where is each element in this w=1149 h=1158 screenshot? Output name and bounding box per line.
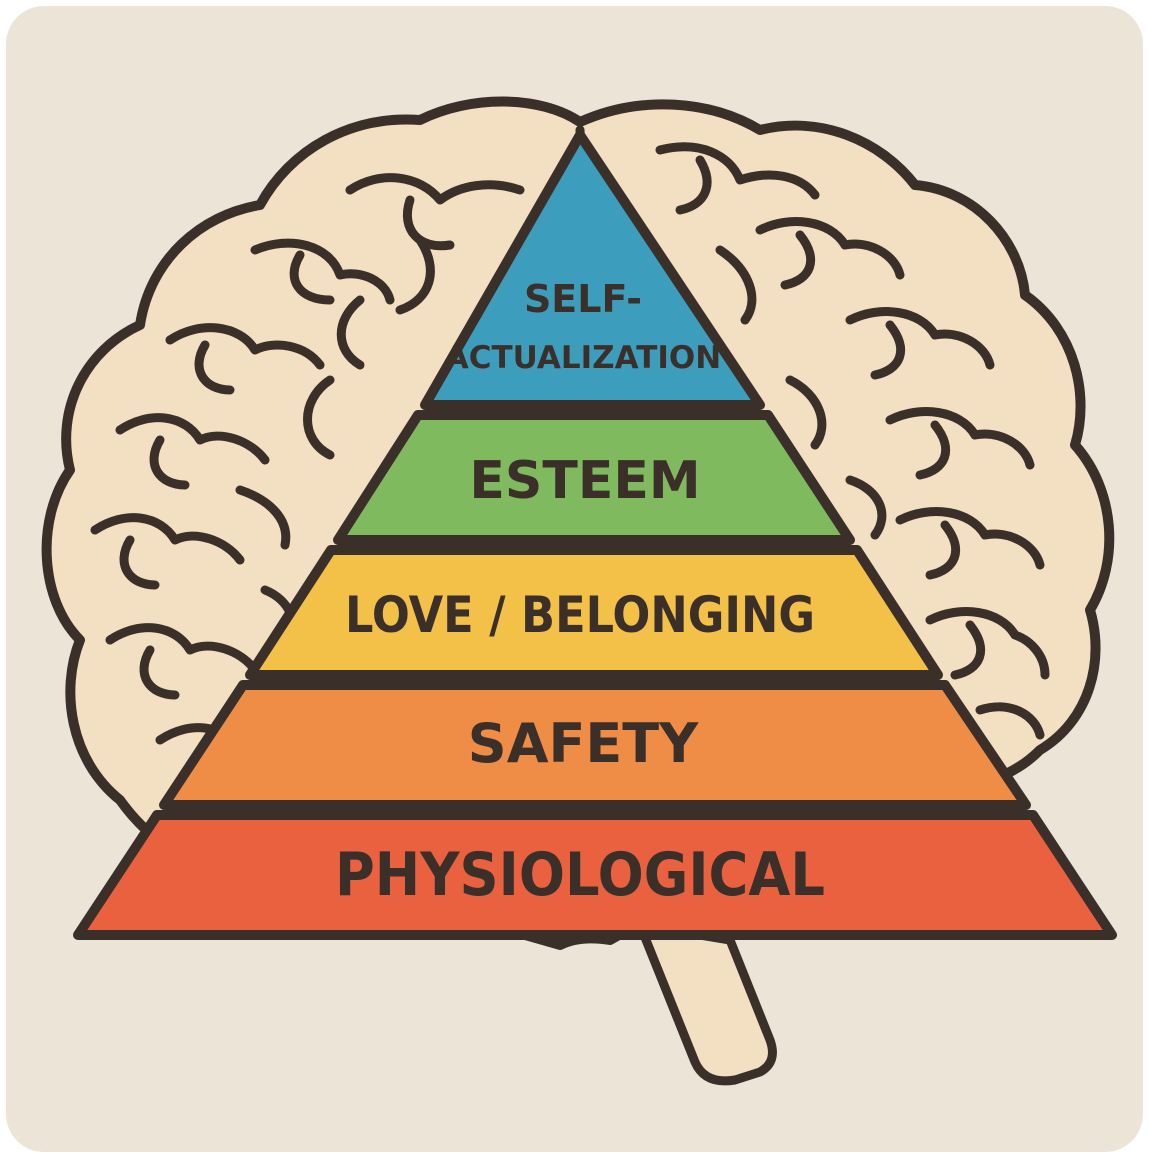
- pyramid: [73, 130, 1117, 940]
- label-physiological: PHYSIOLOGICAL: [335, 840, 825, 910]
- brain-stem: [635, 920, 777, 1086]
- tier-love-belonging: [245, 545, 943, 680]
- label-self-line2: ACTUALIZATION: [445, 340, 721, 376]
- tier-physiological: [73, 810, 1117, 940]
- label-self-line1: SELF-: [524, 277, 642, 321]
- tier-esteem: [333, 410, 855, 545]
- tier-safety: [159, 680, 1031, 810]
- label-love-belonging: LOVE / BELONGING: [345, 586, 815, 644]
- brain-folds: [90, 125, 1050, 775]
- tier-self-actualization: [420, 130, 765, 410]
- label-esteem: ESTEEM: [469, 451, 700, 511]
- label-safety: SAFETY: [468, 712, 699, 775]
- tier-labels: SELF- ACTUALIZATION ESTEEM LOVE / BELONG…: [335, 277, 825, 910]
